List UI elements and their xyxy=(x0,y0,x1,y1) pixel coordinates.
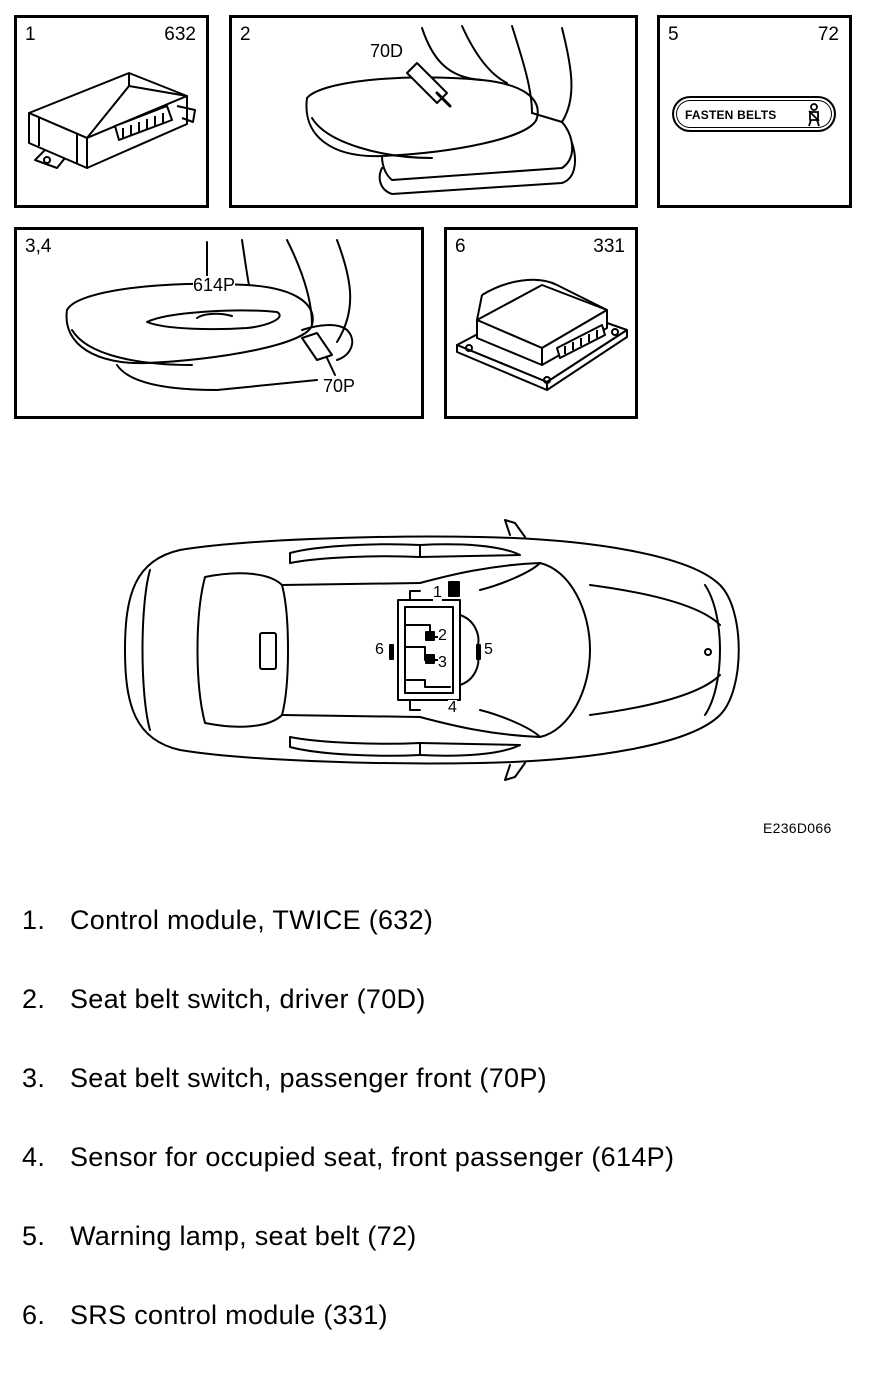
legend-item: 5. Warning lamp, seat belt (72) xyxy=(22,1221,862,1300)
legend-text: Seat belt switch, driver (70D) xyxy=(70,984,426,1014)
panel-seat-belt-switch-driver: 2 70D xyxy=(229,15,638,208)
legend-item: 4. Sensor for occupied seat, front passe… xyxy=(22,1142,862,1221)
legend-text: Seat belt switch, passenger front (70P) xyxy=(70,1063,547,1093)
figure-id: E236D066 xyxy=(763,820,832,836)
legend-item: 2. Seat belt switch, driver (70D) xyxy=(22,984,862,1063)
legend-number: 5. xyxy=(22,1221,46,1251)
panel-control-module-twice: 1 632 xyxy=(14,15,209,208)
car-callout-3: 3 xyxy=(438,654,447,671)
panel-index-label: 5 xyxy=(668,24,679,45)
legend-list: 1. Control module, TWICE (632) 2. Seat b… xyxy=(22,905,862,1379)
car-callout-2: 2 xyxy=(438,627,447,644)
legend-number: 3. xyxy=(22,1063,46,1093)
panel-srs-control-module: 6 331 xyxy=(444,227,638,419)
legend-number: 1. xyxy=(22,905,46,935)
legend-text: SRS control module (331) xyxy=(70,1300,388,1330)
car-callout-4: 4 xyxy=(448,699,457,716)
callout-614p: 614P xyxy=(193,275,236,295)
callout-70d: 70D xyxy=(370,41,404,61)
panel-index-label: 1 xyxy=(25,24,36,45)
legend-number: 6. xyxy=(22,1300,46,1330)
legend-item: 1. Control module, TWICE (632) xyxy=(22,905,862,984)
panel-part-number: 72 xyxy=(817,24,839,45)
car-callout-6: 6 xyxy=(375,641,384,658)
panel-index-label: 2 xyxy=(240,24,251,45)
legend-number: 4. xyxy=(22,1142,46,1172)
srs-module-illustration xyxy=(456,278,628,391)
panel-part-number: 331 xyxy=(593,236,625,257)
driver-seat-illustration xyxy=(305,25,576,195)
car-callout-1: 1 xyxy=(433,584,442,601)
legend-text: Warning lamp, seat belt (72) xyxy=(70,1221,417,1251)
car-callout-5: 5 xyxy=(484,641,493,658)
passenger-seat-illustration xyxy=(65,239,354,391)
seat-belt-icon xyxy=(808,103,820,127)
legend-number: 2. xyxy=(22,984,46,1014)
fasten-belts-text: FASTEN BELTS xyxy=(685,108,777,122)
panel-index-label: 3,4 xyxy=(25,236,52,257)
car-top-view: 1 2 3 4 5 6 xyxy=(120,515,760,790)
legend-text: Sensor for occupied seat, front passenge… xyxy=(70,1142,675,1172)
panel-warning-lamp-seat-belt: 5 72 FASTEN BELTS xyxy=(657,15,852,208)
legend-text: Control module, TWICE (632) xyxy=(70,905,434,935)
car-outline-illustration xyxy=(124,519,740,781)
panel-index-label: 6 xyxy=(455,236,466,257)
legend-item: 6. SRS control module (331) xyxy=(22,1300,862,1379)
control-module-illustration xyxy=(28,72,196,169)
panel-passenger-seat: 3,4 614P 70P xyxy=(14,227,424,419)
callout-70p: 70P xyxy=(323,376,356,396)
fasten-belts-lamp: FASTEN BELTS xyxy=(672,96,836,132)
legend-item: 3. Seat belt switch, passenger front (70… xyxy=(22,1063,862,1142)
panel-part-number: 632 xyxy=(164,24,196,45)
